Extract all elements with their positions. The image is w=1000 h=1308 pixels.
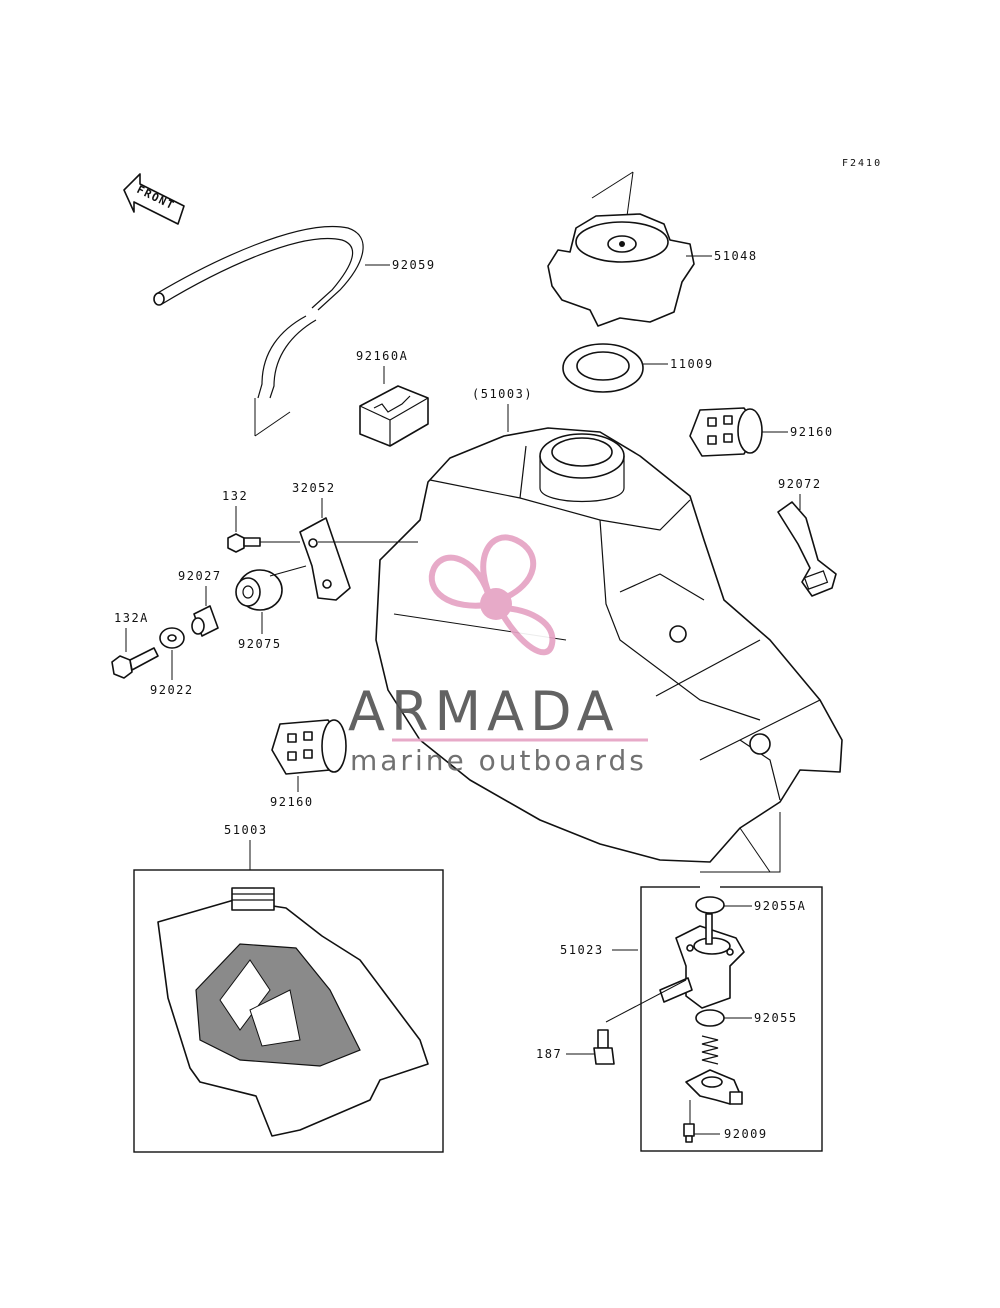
label-11009: 11009 <box>670 357 714 371</box>
label-51023: 51023 <box>560 943 604 957</box>
fuel-cock-part <box>659 913 745 1009</box>
label-92022: 92022 <box>150 683 194 697</box>
screw-part <box>683 1123 695 1143</box>
fuel-hose-part <box>153 226 364 437</box>
label-92009: 92009 <box>724 1127 768 1141</box>
label-92160-left: 92160 <box>270 795 314 809</box>
label-51048: 51048 <box>714 249 758 263</box>
watermark-logo: ARMADA marine outboards <box>348 534 648 777</box>
watermark-title: ARMADA <box>348 680 620 743</box>
tank-strap-part <box>777 501 837 597</box>
label-132: 132 <box>222 489 248 503</box>
grommet-part <box>235 569 283 611</box>
label-92027: 92027 <box>178 569 222 583</box>
collar-part <box>191 605 219 637</box>
bolt-132-part <box>227 533 261 553</box>
label-92055a: 92055A <box>754 899 806 913</box>
label-92055: 92055 <box>754 1011 798 1025</box>
label-92160-right: 92160 <box>790 425 834 439</box>
bolt-132a-part <box>111 647 159 679</box>
o-ring-a-part <box>695 896 725 914</box>
spring-part <box>701 1035 719 1065</box>
cock-lever-part <box>685 1069 743 1105</box>
bolt-187-part <box>593 1029 615 1065</box>
damper-block-part <box>359 385 429 447</box>
label-92059: 92059 <box>392 258 436 272</box>
label-92160a: 92160A <box>356 349 408 363</box>
fuel-tank-part <box>375 427 843 863</box>
figure-code: F2410 <box>842 158 882 169</box>
front-arrow-icon: FRONT <box>123 173 185 225</box>
washer-part <box>159 627 185 649</box>
cap-gasket-part <box>562 343 644 393</box>
bracket-part <box>299 517 351 601</box>
fuel-cock-box <box>640 812 823 1152</box>
propeller-icon <box>428 534 556 656</box>
label-51003: 51003 <box>224 823 268 837</box>
label-92072: 92072 <box>778 477 822 491</box>
label-51003-ref: (51003) <box>472 387 533 401</box>
o-ring-part <box>695 1009 725 1027</box>
fuel-cap-part <box>547 171 695 327</box>
label-132a: 132A <box>114 611 149 625</box>
damper-left-part <box>271 719 347 775</box>
tank-assembly-inset <box>133 869 444 1153</box>
label-92075: 92075 <box>238 637 282 651</box>
damper-right-part <box>689 407 763 457</box>
label-187: 187 <box>536 1047 562 1061</box>
label-32052: 32052 <box>292 481 336 495</box>
watermark-subtitle: marine outboards <box>350 744 647 777</box>
